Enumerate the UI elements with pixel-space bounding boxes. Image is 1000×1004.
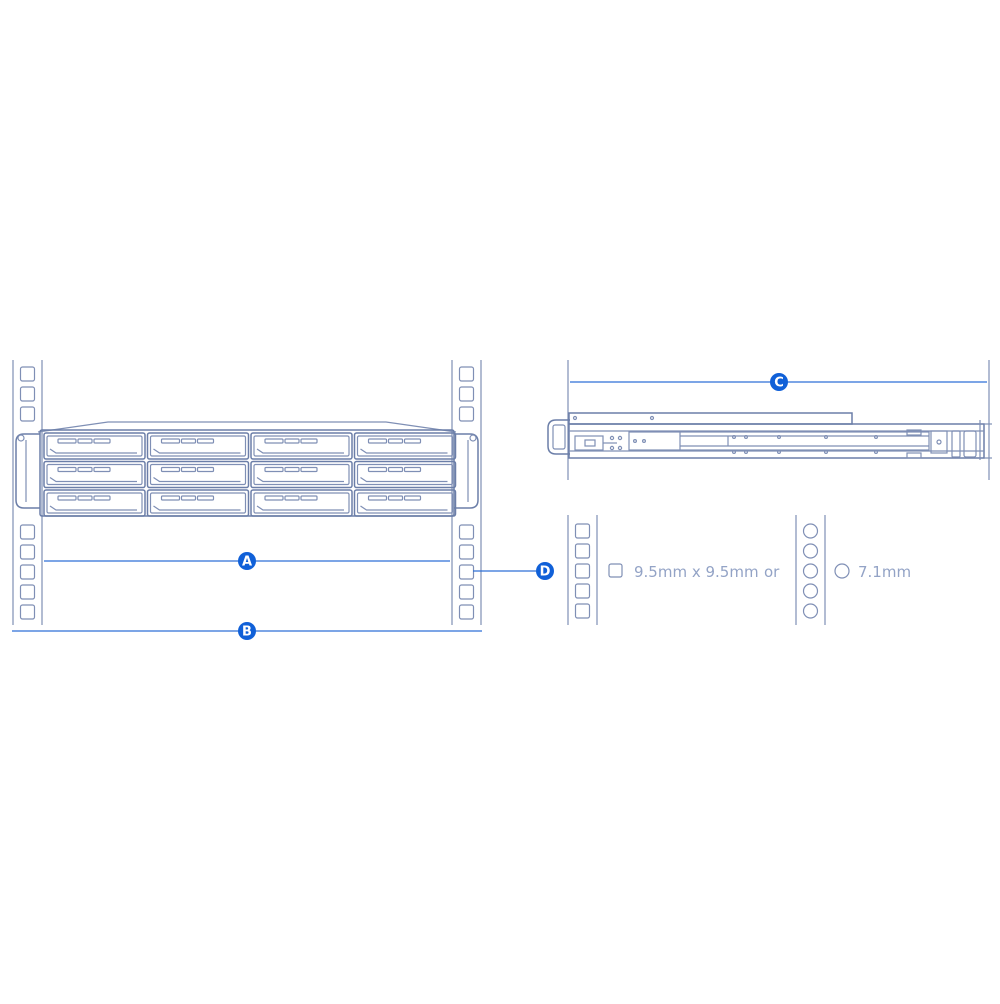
round-hole-icon [802,563,819,579]
square-hole-icon [458,544,475,560]
marker-b-badge [238,622,256,640]
side-view: C [547,360,992,480]
round-hole-post [795,515,826,625]
round-hole-icon [802,543,819,559]
drive-bay [146,489,250,517]
square-hole-icon [19,366,36,382]
drive-handle [160,438,181,444]
square-hole-icon [574,523,591,539]
drive-bay [353,489,457,517]
drive-handle [160,495,181,501]
drive-handle [57,495,77,501]
round-hole-icon [834,563,850,579]
square-hole-icon [574,563,591,579]
square-hole-icon [574,583,591,599]
or-separator: or [764,563,780,581]
drive-bay [353,432,457,460]
square-hole-icon [458,406,475,422]
square-hole-icon [19,544,36,560]
right-handle [454,433,479,509]
marker-a-badge [238,552,256,570]
dimension-a: A [44,552,450,570]
left-rack-post [12,360,43,625]
drive-bay [250,489,353,517]
square-hole-icon [458,386,475,402]
square-hole-icon [19,584,36,600]
marker-c-label: C [774,376,784,391]
square-hole-icon [458,564,475,580]
square-hole-icon [574,603,591,619]
drive-handle [264,466,284,473]
drive-bay [43,460,146,489]
drive-handle [367,466,388,473]
hole-spec: 9.5mm x 9.5mm or 7.1mm [567,515,911,625]
drive-bays [43,432,457,517]
drive-bay [353,460,457,489]
drive-handle [264,438,284,444]
drive-handle [160,466,181,473]
square-hole-icon [19,564,36,580]
dimension-d: D [473,562,554,580]
drive-handle [57,438,77,444]
marker-d-badge [536,562,554,580]
square-hole-icon [458,584,475,600]
square-hole-icon [19,386,36,402]
right-rack-post [451,360,482,625]
left-handle [15,433,40,509]
dimension-b: B [12,622,482,640]
drive-bay [250,460,353,489]
square-hole-icon [19,604,36,620]
marker-c-badge [770,373,788,391]
round-hole-icon [802,583,819,599]
drive-bay [43,489,146,517]
round-hole-icon [802,523,819,539]
drive-handle [264,495,284,501]
drive-bay [146,460,250,489]
square-hole-icon [19,524,36,540]
square-hole-icon [19,406,36,422]
drive-handle [367,438,388,444]
nas-chassis [15,421,479,517]
marker-d-label: D [540,565,551,580]
drive-bay [146,432,250,460]
round-hole-icon [802,603,819,619]
drive-handle [367,495,388,501]
dimension-c: C [570,373,987,391]
drive-bay [250,432,353,460]
drive-bay [43,432,146,460]
front-view: A B D [12,360,554,640]
square-hole-size: 9.5mm x 9.5mm [634,563,759,581]
square-hole-icon [458,604,475,620]
marker-b-label: B [242,625,252,640]
drive-handle [57,466,77,473]
square-hole-icon [458,524,475,540]
round-hole-size: 7.1mm [858,563,911,581]
square-hole-icon [574,543,591,559]
marker-a-label: A [242,555,252,570]
square-hole-icon [458,366,475,382]
square-hole-post [567,515,598,625]
slide-rail [547,412,992,460]
square-hole-icon [608,563,623,578]
